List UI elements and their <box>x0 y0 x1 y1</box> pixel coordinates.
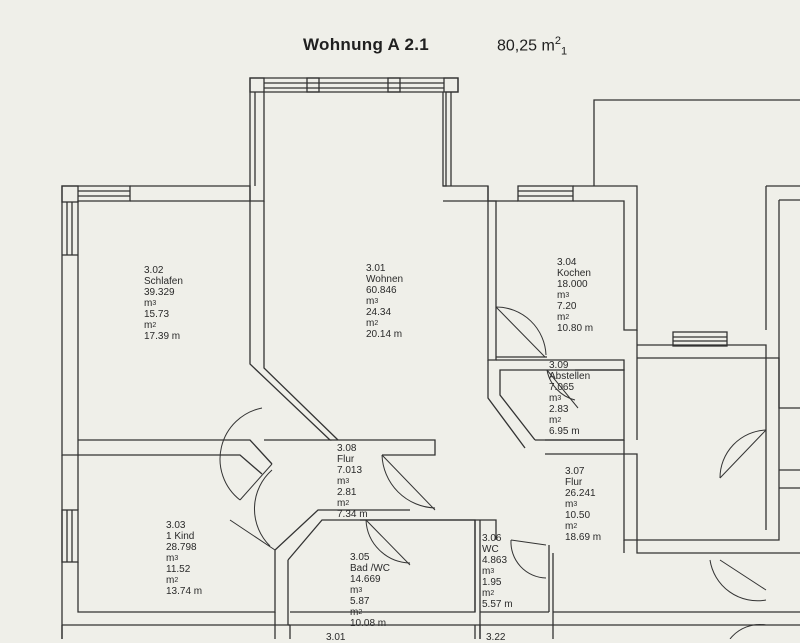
wall-kitchen-left <box>487 186 497 361</box>
doors <box>219 306 767 639</box>
wall-right-room <box>637 344 767 530</box>
room-label-cutoff-2: 3.22 <box>486 632 506 643</box>
room-label-abstellen: 3.09 Abstellen 7.065 m3 2.83 m2 6.95 m <box>549 360 591 437</box>
window-post-4 <box>443 77 459 93</box>
window-post-2 <box>306 77 320 93</box>
walls <box>61 77 800 639</box>
plan-header: Wohnung A 2.1 80,25 m21 <box>0 33 800 63</box>
door-swing-bad <box>365 519 411 564</box>
door-swing-schlafen <box>219 407 263 501</box>
wall-wohnen-bay <box>249 77 459 202</box>
wall-schlafen-bottom <box>78 439 273 465</box>
apartment-area: 80,25 m21 <box>497 35 568 58</box>
wall-right-top <box>593 99 800 186</box>
door-swing-kitchen <box>495 306 547 356</box>
door-swing-abstellen <box>546 369 576 401</box>
room-label-cutoff-1: 3.01 <box>326 632 346 643</box>
room-label-flur-307: 3.07 Flur 26.241 m3 10.50 m2 18.69 m <box>565 466 602 543</box>
room-label-kind: 3.03 1 Kind 28.798 m3 11.52 m2 13.74 m <box>166 520 203 597</box>
apartment-title: Wohnung A 2.1 <box>303 35 430 54</box>
wall-flur-308-top <box>338 439 436 456</box>
wall-kitchen-lower <box>623 440 638 541</box>
door-swing-wc <box>510 539 547 579</box>
room-label-schlafen: 3.02 Schlafen 39.329 m3 15.73 m2 17.39 m <box>144 265 183 342</box>
room-label-flur-308: 3.08 Flur 7.013 m3 2.81 m2 7.34 m <box>337 443 368 520</box>
door-swing-right <box>719 429 767 479</box>
wall-abstellen <box>496 359 625 441</box>
window-post-3 <box>387 77 401 93</box>
wall-kind-right <box>77 509 330 613</box>
wall-kitchen-right <box>573 185 638 331</box>
wall-schlafen-top <box>130 185 251 202</box>
wall-wohnen-left <box>249 201 332 441</box>
room-label-wohnen: 3.01 Wohnen 60.846 m3 24.34 m2 20.14 m <box>366 263 404 340</box>
window-post-1 <box>249 77 265 93</box>
room-label-kochen: 3.04 Kochen 18.000 m3 7.20 m2 10.80 m <box>557 257 594 334</box>
door-swing-kind <box>253 469 273 547</box>
door-swing-wohnen <box>381 454 436 509</box>
room-label-wc: 3.06 WC 4.863 m3 1.95 m2 5.57 m <box>482 533 513 610</box>
room-label-bad: 3.05 Bad /WC 14.669 m3 5.87 m2 10.08 m <box>350 552 391 629</box>
wall-wohnen-right-top <box>443 185 489 202</box>
